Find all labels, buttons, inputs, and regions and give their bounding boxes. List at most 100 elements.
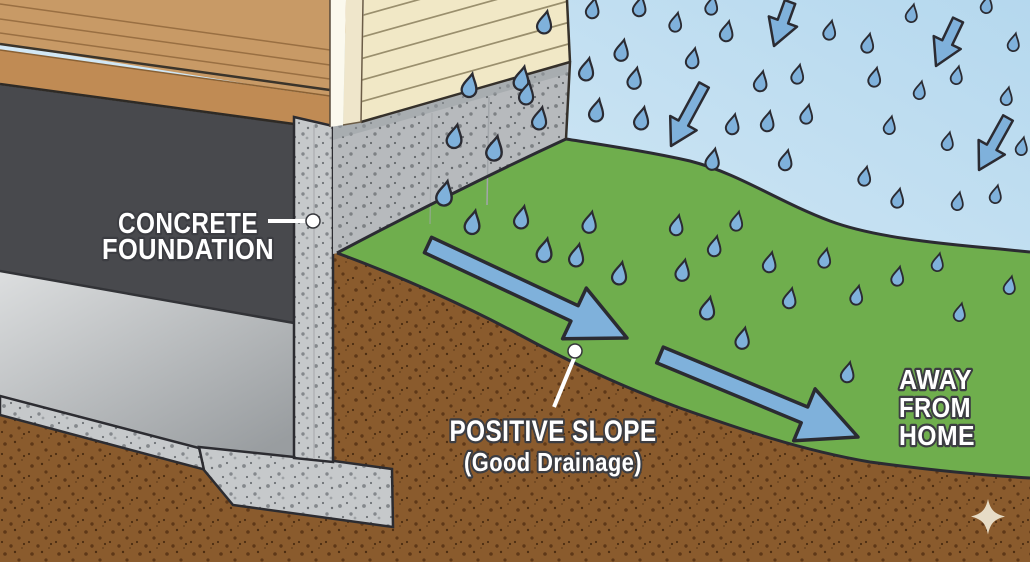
floor-planks xyxy=(0,0,346,97)
horizon-outline xyxy=(565,137,1030,254)
raindrop-icon xyxy=(912,79,926,100)
raindrop-icon xyxy=(761,249,777,274)
raindrop-icon xyxy=(724,111,740,136)
raindrop-icon xyxy=(759,108,775,133)
raindrop-icon xyxy=(1006,31,1020,52)
raindrop-icon xyxy=(890,264,905,287)
sparkle-icon xyxy=(971,499,1005,535)
raindrop-icon xyxy=(668,10,683,33)
raindrop-icon xyxy=(950,190,964,211)
leader-dot xyxy=(567,343,583,359)
flow-arrow-icon xyxy=(654,345,860,443)
raindrop-icon xyxy=(979,0,993,14)
raindrop-icon xyxy=(940,130,954,151)
positive-slope-subtitle: (Good Drainage) xyxy=(464,447,642,477)
raindrop-icon xyxy=(904,2,918,23)
raindrop-icon xyxy=(839,359,855,384)
basement-interior xyxy=(0,85,295,458)
raindrop-icon xyxy=(568,241,585,268)
label-positive-slope: POSITIVE SLOPE (Good Drainage) xyxy=(447,343,658,479)
away-line3: HOME xyxy=(899,420,975,451)
raindrop-icon xyxy=(626,65,642,90)
raindrop-icon xyxy=(781,285,797,310)
raindrop-icon xyxy=(512,63,530,92)
sill-band xyxy=(0,50,332,130)
raindrop-icon xyxy=(860,31,875,54)
raindrop-icon xyxy=(857,164,872,187)
clapboard-lines xyxy=(361,0,570,103)
raindrop-icon xyxy=(513,203,530,230)
raindrops xyxy=(435,0,1028,384)
raindrop-icon xyxy=(613,37,629,62)
raindrop-icon xyxy=(699,294,716,321)
rain-arrow-icon xyxy=(668,81,711,148)
raindrop-icon xyxy=(460,70,478,99)
rain-arrow-icon xyxy=(767,0,799,48)
raindrop-icon xyxy=(988,183,1002,204)
basement-floor xyxy=(0,271,294,458)
house-siding xyxy=(329,0,572,127)
raindrop-icon xyxy=(867,65,882,88)
raindrop-icon xyxy=(704,0,719,16)
raindrop-icon xyxy=(445,121,463,150)
raindrop-icon xyxy=(578,55,595,82)
raindrop-icon xyxy=(485,133,503,162)
leader-line xyxy=(552,355,577,408)
raindrop-icon xyxy=(999,85,1013,106)
concrete-foundation-line2: FOUNDATION xyxy=(102,234,274,266)
raindrop-icon xyxy=(949,64,963,85)
label-away-from-home: AWAY FROM HOME xyxy=(897,362,977,454)
rain-arrow-icon xyxy=(932,16,965,68)
concrete-foundation-line1: CONCRETE xyxy=(118,208,258,240)
raindrop-icon xyxy=(518,79,535,106)
corner-trim-highlight xyxy=(330,0,346,127)
leader-dot xyxy=(305,213,321,229)
raindrop-icon xyxy=(535,235,553,264)
raindrop-icon xyxy=(1002,274,1016,295)
raindrop-icon xyxy=(435,178,453,207)
raindrop-icon xyxy=(718,18,734,43)
foundation-wall xyxy=(292,115,335,464)
raindrop-icon xyxy=(536,8,553,35)
label-concrete-foundation: CONCRETE FOUNDATION xyxy=(100,206,321,268)
basement-wall-dark xyxy=(0,85,294,324)
raindrop-icon xyxy=(890,186,905,209)
raindrop-icon xyxy=(952,301,966,322)
raindrop-icon xyxy=(633,104,650,131)
corner-trim xyxy=(343,0,364,125)
wood-floor-structure xyxy=(0,0,346,130)
raindrop-icon xyxy=(674,257,690,282)
rain-arrow-icon xyxy=(977,114,1015,172)
raindrop-icon xyxy=(790,62,805,85)
raindrop-icon xyxy=(463,207,481,236)
raindrop-icon xyxy=(729,209,744,232)
away-line1: AWAY xyxy=(899,364,972,395)
raindrop-icon xyxy=(631,0,647,18)
raindrop-icon xyxy=(584,0,600,20)
raindrop-icon xyxy=(684,45,700,70)
flow-arrow-icon xyxy=(422,235,629,341)
grass-slope xyxy=(336,137,1030,480)
raindrop-icon xyxy=(588,96,605,123)
rain-direction-arrows xyxy=(668,0,1015,172)
raindrop-icon xyxy=(849,283,864,306)
raindrop-icon xyxy=(668,212,684,237)
raindrop-icon xyxy=(734,325,750,350)
raindrop-icon xyxy=(799,102,814,125)
grass-soil-outline xyxy=(336,251,1030,480)
raindrop-icon xyxy=(882,114,896,135)
raindrop-icon xyxy=(1014,135,1028,156)
raindrop-icon xyxy=(531,104,548,131)
away-line2: FROM xyxy=(899,392,971,423)
raindrop-icon xyxy=(752,68,768,93)
raindrop-icon xyxy=(706,233,722,258)
raindrop-icon xyxy=(611,259,628,286)
raindrop-icon xyxy=(704,146,720,171)
raindrop-icon xyxy=(581,209,597,234)
raindrop-icon xyxy=(817,246,832,269)
raindrop-icon xyxy=(822,18,837,41)
raindrop-icon xyxy=(777,147,793,172)
drainage-flow-arrows xyxy=(422,235,860,443)
raindrop-icon xyxy=(930,251,944,272)
